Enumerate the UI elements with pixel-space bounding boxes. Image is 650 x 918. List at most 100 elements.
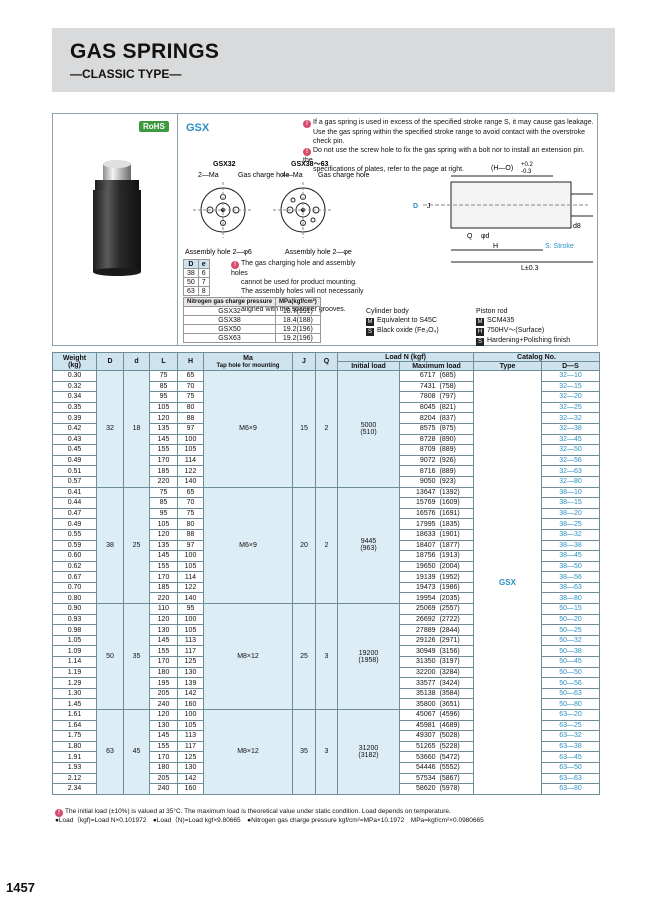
col-ds: D—S [541, 361, 600, 371]
max-load-kgf-cell: (1913) [437, 550, 474, 562]
H-cell: 113 [177, 730, 204, 742]
max-load-kgf-cell: (926) [437, 454, 474, 467]
D-cell: 63 [96, 709, 124, 795]
max-load-kgf-cell: (3197) [437, 656, 474, 668]
max-load-kgf-cell: (5028) [437, 730, 474, 742]
max-load-n-cell: 18633 [399, 528, 438, 541]
L-cell: 180 [149, 666, 178, 679]
L-cell: 170 [149, 454, 178, 467]
H-cell: 70 [177, 380, 204, 393]
H-cell: 160 [177, 783, 204, 795]
L-cell: 180 [149, 761, 178, 774]
L-cell: 155 [149, 645, 178, 658]
max-load-n-cell: 30949 [399, 645, 438, 658]
catalog-no-cell: 38—45 [541, 550, 600, 562]
L-cell: 155 [149, 560, 178, 573]
H-cell: 122 [177, 581, 204, 594]
L-cell: 240 [149, 783, 178, 795]
end-view-drawings: GSX32 GSX38～63 2—Ma Gas charge hole 4—Ma… [185, 161, 369, 256]
max-load-kgf-cell: (758) [437, 380, 474, 393]
weight-cell: 0.62 [52, 560, 97, 573]
max-load-n-cell: 51265 [399, 740, 438, 753]
max-load-n-cell: 8575 [399, 422, 438, 435]
page-number: 1457 [6, 880, 35, 895]
H-cell: 113 [177, 634, 204, 647]
warning-icon: ! [303, 148, 311, 156]
L-cell: 195 [149, 677, 178, 689]
rohs-badge: RoHS [139, 121, 169, 132]
catalog-no-cell: 38—56 [541, 571, 600, 583]
max-load-kgf-cell: (4689) [437, 719, 474, 732]
J-cell: 15 [292, 370, 316, 488]
weight-cell: 1.05 [52, 634, 97, 647]
surface-icon: S [476, 338, 484, 346]
svg-text:2—Ma: 2—Ma [198, 172, 219, 179]
D-cell: 32 [96, 370, 124, 488]
L-cell: 120 [149, 412, 178, 424]
page-header: GAS SPRINGS —CLASSIC TYPE— [52, 28, 615, 92]
H-cell: 65 [177, 486, 204, 499]
H-cell: 80 [177, 518, 204, 530]
max-load-n-cell: 8716 [399, 465, 438, 477]
H-cell: 105 [177, 444, 204, 456]
max-load-kgf-cell: (797) [437, 391, 474, 403]
weight-cell: 0.67 [52, 571, 97, 583]
catalog-no-cell: 50—15 [541, 603, 600, 615]
catalog-no-cell: 50—45 [541, 656, 600, 668]
col-L: L [149, 352, 178, 371]
H-cell: 100 [177, 613, 204, 626]
max-load-n-cell: 33577 [399, 677, 438, 689]
catalog-no-cell: 38—38 [541, 539, 600, 552]
L-cell: 155 [149, 444, 178, 456]
max-load-kgf-cell: (3284) [437, 666, 474, 679]
max-load-n-cell: 54446 [399, 761, 438, 774]
col-type: Type [473, 361, 542, 371]
max-load-kgf-cell: (1986) [437, 581, 474, 594]
Ma-cell: M8×12 [203, 709, 293, 795]
H-cell: 114 [177, 571, 204, 583]
max-load-n-cell: 15769 [399, 497, 438, 509]
L-cell: 185 [149, 465, 178, 477]
max-load-kgf-cell: (889) [437, 444, 474, 456]
H-cell: 114 [177, 454, 204, 467]
catalog-no-cell: 50—50 [541, 666, 600, 679]
D-cell: 50 [96, 603, 124, 710]
col-H: H [177, 352, 204, 371]
svg-text:Gas charge hole: Gas charge hole [318, 172, 369, 179]
weight-cell: 0.41 [52, 486, 97, 499]
max-load-kgf-cell: (5867) [437, 772, 474, 785]
max-load-kgf-cell: (875) [437, 422, 474, 435]
H-cell: 117 [177, 740, 204, 753]
gas-spring-photo [93, 160, 141, 276]
svg-text:J: J [427, 203, 431, 210]
H-cell: 105 [177, 719, 204, 732]
catalog-no-cell: 32—38 [541, 422, 600, 435]
max-load-n-cell: 18407 [399, 539, 438, 552]
initial-load-cell: 19200(1958) [337, 603, 400, 710]
max-load-n-cell: 25069 [399, 603, 438, 615]
col-J: J [292, 352, 316, 371]
col-load: Load N (kgf) [337, 352, 474, 362]
H-cell: 142 [177, 687, 204, 700]
svg-text:+0.2: +0.2 [521, 162, 534, 168]
max-load-n-cell: 19139 [399, 571, 438, 583]
catalog-no-cell: 50—63 [541, 687, 600, 700]
svg-text:Assembly hole 2—φ6: Assembly hole 2—φ6 [185, 249, 252, 256]
max-load-n-cell: 9050 [399, 475, 438, 488]
svg-text:Assembly hole 2—φe: Assembly hole 2—φe [285, 249, 352, 256]
max-load-n-cell: 53660 [399, 751, 438, 763]
L-cell: 110 [149, 603, 178, 615]
max-load-kgf-cell: (3651) [437, 698, 474, 710]
L-cell: 220 [149, 592, 178, 605]
max-load-n-cell: 27889 [399, 624, 438, 636]
